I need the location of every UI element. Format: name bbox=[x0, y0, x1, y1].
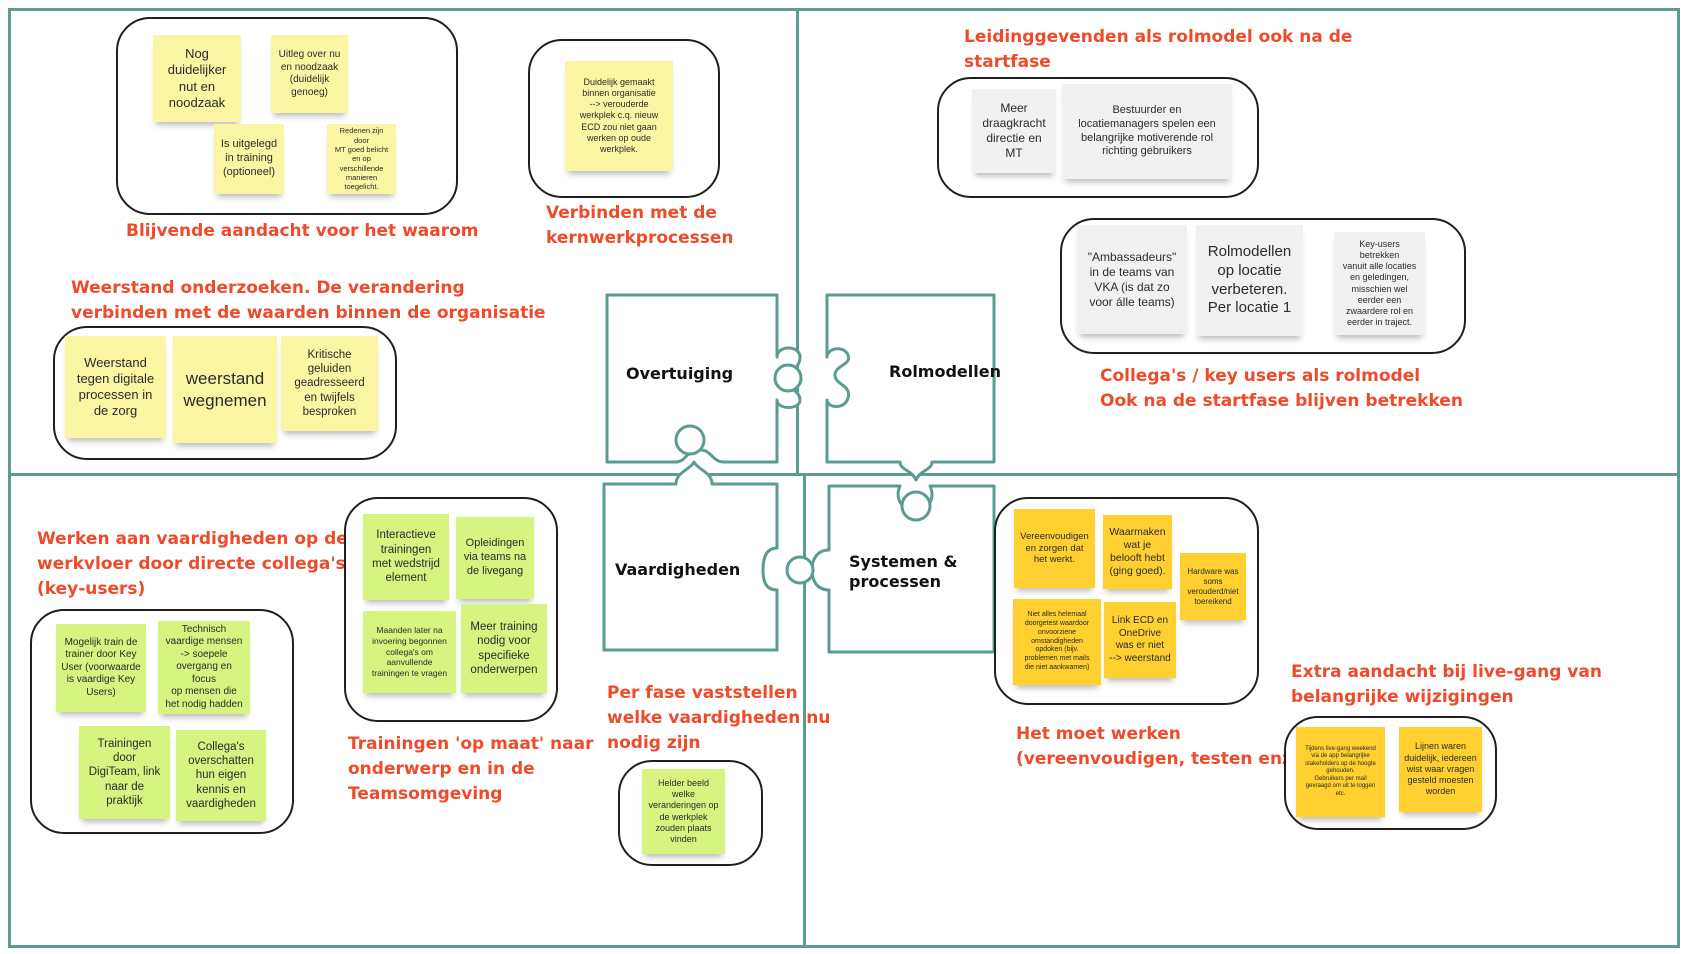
heading-weerstand: Weerstand onderzoeken. De verandering ve… bbox=[71, 278, 546, 323]
sticky-note: Is uitgelegd in training (optioneel) bbox=[214, 124, 284, 194]
heading-werkvloer: Werken aan vaardigheden op de werkvloer … bbox=[37, 529, 348, 599]
sticky-note: weerstand wegnemen bbox=[173, 336, 277, 443]
puzzle-label-rolmodellen: Rolmodellen bbox=[889, 362, 1001, 381]
sticky-note: Collega's overschatten hun eigen kennis … bbox=[176, 730, 266, 821]
sticky-note: Helder beeld welke veranderingen op de w… bbox=[642, 769, 725, 854]
sticky-note: Technisch vaardige mensen -> soepele ove… bbox=[158, 621, 250, 714]
sticky-note: Meer training nodig voor specifieke onde… bbox=[461, 604, 547, 693]
sticky-note: Maanden later na invoering begonnen coll… bbox=[363, 611, 456, 693]
sticky-note: Redenen zijn door MT goed belicht en op … bbox=[327, 124, 396, 194]
heading-trainingen: Trainingen 'op maat' naar onderwerp en i… bbox=[348, 734, 594, 804]
sticky-note: Hardware was soms verouderd/niet toereik… bbox=[1180, 553, 1246, 620]
puzzle-label-vaardigheden: Vaardigheden bbox=[615, 560, 741, 579]
puzzle-label-systemen: Systemen & processen bbox=[849, 552, 958, 591]
sticky-note: Key-users betrekken vanuit alle locaties… bbox=[1334, 232, 1425, 335]
sticky-note: Duidelijk gemaakt binnen organisatie -->… bbox=[565, 61, 673, 171]
sticky-note: Trainingen door DigiTeam, link naar de p… bbox=[79, 726, 170, 819]
sticky-note: Mogelijk train de trainer door Key User … bbox=[56, 624, 146, 712]
sticky-note: Vereenvoudigen en zorgen dat het werkt. bbox=[1014, 509, 1095, 588]
heading-live-gang: Extra aandacht bij live-gang van belangr… bbox=[1291, 662, 1602, 707]
sticky-note: Lijnen waren duidelijk, iedereen wist wa… bbox=[1399, 727, 1482, 812]
sticky-note: Waarmaken wat je belooft hebt (ging goed… bbox=[1103, 515, 1172, 589]
sticky-note: Interactieve trainingen met wedstrijd el… bbox=[363, 514, 449, 600]
sticky-note: Link ECD en OneDrive was er niet --> wee… bbox=[1104, 602, 1176, 678]
heading-key-users: Collega's / key users als rolmodel Ook n… bbox=[1100, 366, 1463, 411]
sticky-note: Niet alles helemaal doorgetest waardoor … bbox=[1013, 599, 1101, 685]
heading-leidinggevenden: Leidinggevenden als rolmodel ook na de s… bbox=[964, 27, 1353, 72]
sticky-note: Uitleg over nu en noodzaak (duidelijk ge… bbox=[271, 35, 348, 113]
sticky-note: Nog duidelijker nut en noodzaak bbox=[153, 35, 241, 122]
puzzle-label-overtuiging: Overtuiging bbox=[626, 364, 734, 383]
sticky-note: "Ambassadeurs" in de teams van VKA (is d… bbox=[1077, 225, 1187, 334]
sticky-note: Meer draagkracht directie en MT bbox=[972, 89, 1056, 173]
sticky-note: Rolmodellen op locatie verbeteren. Per l… bbox=[1196, 225, 1303, 336]
board-frame bbox=[8, 8, 1680, 948]
sticky-note: Opleidingen via teams na de livegang bbox=[456, 517, 534, 599]
sticky-note: Kritische geluiden geadresseerd en twijf… bbox=[281, 336, 378, 431]
horizontal-divider bbox=[10, 473, 1678, 476]
sticky-note: Bestuurder en locatiemanagers spelen een… bbox=[1062, 84, 1232, 179]
heading-het-moet-werken: Het moet werken (vereenvoudigen, testen … bbox=[1016, 724, 1307, 769]
heading-kernwerkprocessen: Verbinden met de kernwerkprocessen bbox=[546, 203, 734, 248]
puzzle-piece-rolmodellen bbox=[825, 293, 996, 482]
heading-per-fase: Per fase vaststellen welke vaardigheden … bbox=[607, 683, 831, 753]
puzzle-piece-vaardigheden bbox=[602, 460, 779, 652]
vertical-divider bbox=[796, 10, 799, 476]
sticky-note: Weerstand tegen digitale processen in de… bbox=[65, 336, 166, 438]
vertical-divider-lower bbox=[803, 476, 806, 946]
sticky-note: Tijdens live-gang weekend via de app bel… bbox=[1296, 727, 1385, 817]
heading-waarom: Blijvende aandacht voor het waarom bbox=[126, 221, 479, 241]
